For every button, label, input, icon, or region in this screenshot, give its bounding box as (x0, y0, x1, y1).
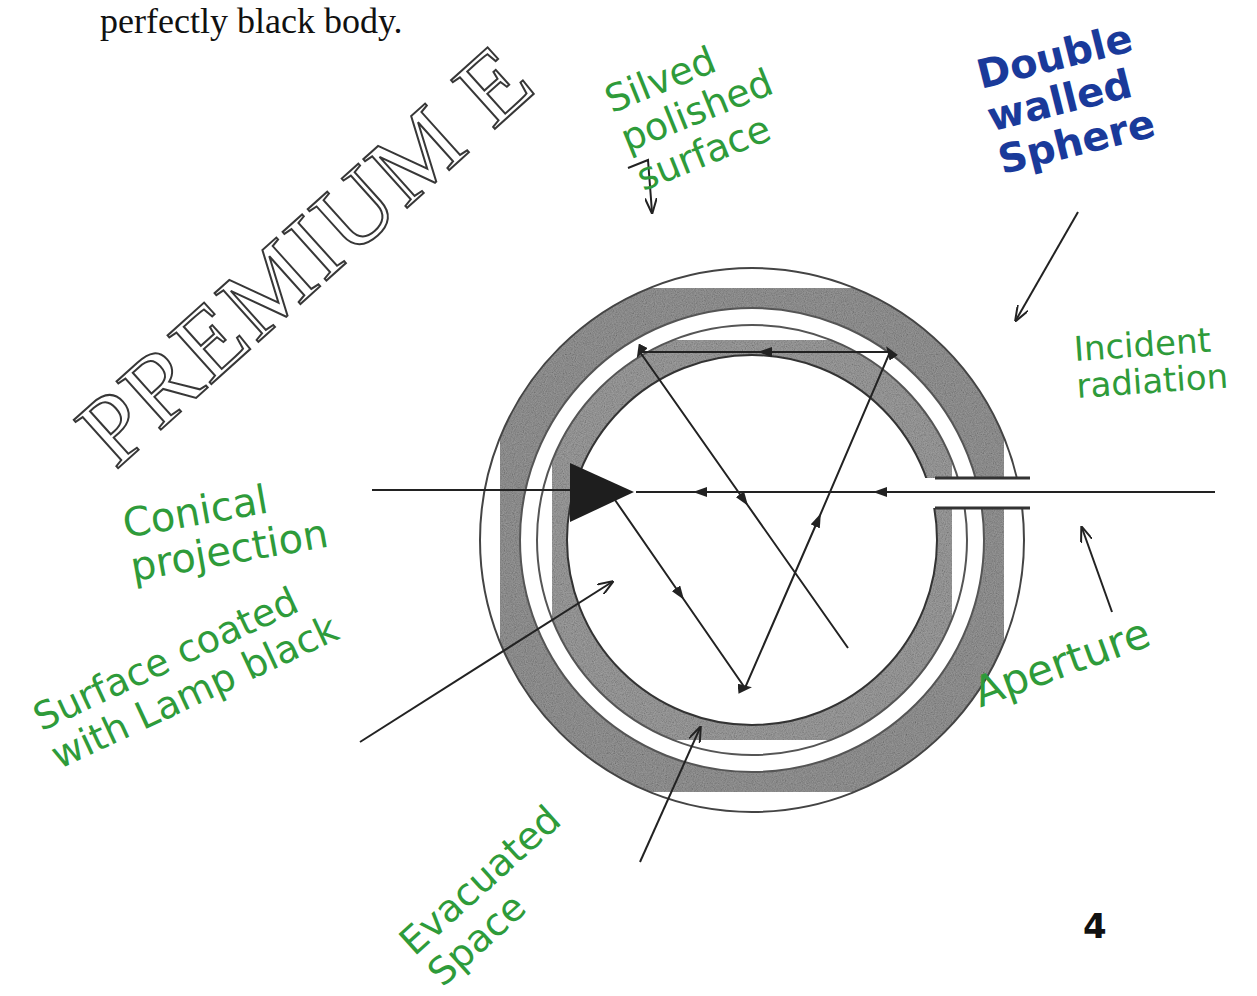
aperture-wall (935, 507, 1030, 510)
inner-wall (552, 340, 952, 740)
incident-ray (636, 491, 1215, 493)
reflected-ray (615, 352, 890, 688)
leader-line (640, 728, 700, 862)
part-label: Evacuated Space (392, 775, 623, 994)
part-label: Conical projection (119, 459, 380, 589)
body-text: perfectly black body. (100, 2, 403, 42)
outer-wall (500, 288, 1004, 792)
part-label: Silved polished surface (599, 2, 845, 199)
watermark: PREMIUM E (57, 23, 555, 487)
leader-line (1016, 212, 1078, 320)
aperture-wall (935, 477, 1030, 480)
page-number: 4 (1083, 908, 1107, 945)
inner-wall-edge (537, 325, 967, 755)
part-label: Double walled Sphere (972, 2, 1213, 182)
leader-line (360, 582, 612, 742)
outer-wall-edge (480, 268, 1024, 812)
leader-line (1082, 528, 1112, 612)
part-label: Surface coated with Lamp black (27, 566, 352, 777)
leader-line (372, 489, 570, 491)
outer-wall-edge (520, 308, 984, 772)
part-label: Incident radiation (1073, 319, 1253, 406)
